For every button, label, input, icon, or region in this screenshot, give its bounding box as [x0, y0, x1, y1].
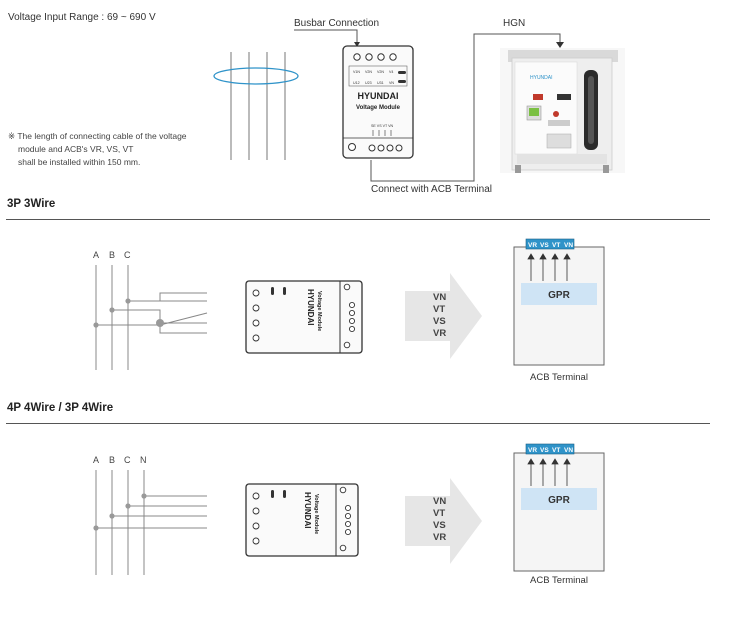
section-title-4p4w: 4P 4Wire / 3P 4Wire	[7, 402, 114, 414]
signal-label: VN	[433, 496, 446, 507]
terminal-tag: VT	[552, 242, 560, 249]
wiring-4p4w: A B C N HYUNDAI Voltage Module V	[93, 443, 605, 586]
hgn-arrowhead	[556, 42, 564, 48]
section-divider-3p3w	[6, 219, 710, 220]
acb-terminal-box	[513, 452, 605, 572]
phase-label: A	[93, 250, 99, 260]
busbar-wiring-diagram: V1N V2N V2N V4 U12 U23 U31 VN HYUNDAI Vo…	[213, 29, 625, 182]
module-brand: HYUNDAI	[303, 492, 312, 528]
gpr-block	[521, 488, 597, 510]
phase-label: N	[140, 455, 147, 465]
terminal-tag: VR	[528, 447, 537, 454]
signal-label: VS	[433, 316, 446, 327]
acb-connection-line	[370, 33, 561, 182]
phase-label: C	[124, 455, 131, 465]
svg-text:SE VS VT VN: SE VS VT VN	[371, 124, 394, 128]
note-line-1: ※ The length of connecting cable of the …	[8, 131, 187, 141]
wiring-3p3w: A B C HYUNDAI Voltage Module VN	[93, 238, 605, 383]
terminal-tag: VR	[528, 242, 537, 249]
note-line-3: shall be installed within 150 mm.	[18, 157, 141, 167]
acb-breaker-image: HYUNDAI	[500, 48, 625, 173]
acb-terminal-label: ACB Terminal	[530, 575, 588, 586]
note-line-2: module and ACB's VR, VS, VT	[18, 144, 134, 154]
busbar-arrowhead	[354, 42, 360, 47]
phase-label: B	[109, 250, 115, 260]
svg-text:U12: U12	[353, 81, 360, 85]
phase-label: C	[124, 250, 131, 260]
module-name: Voltage Module	[316, 291, 322, 331]
terminal-tags: VR VS VT VN	[525, 238, 575, 250]
busbar-connection-label: Busbar Connection	[294, 18, 380, 29]
signal-label: VS	[433, 520, 446, 531]
svg-text:V2N: V2N	[377, 70, 384, 74]
module-brand: HYUNDAI	[357, 91, 398, 101]
phase-label: B	[109, 455, 115, 465]
acb-connect-label: Connect with ACB Terminal	[371, 184, 492, 195]
busbar-connection-line	[294, 29, 358, 46]
signal-arrows-up	[527, 253, 571, 281]
current-sensor-ring	[213, 67, 299, 85]
svg-text:V2N: V2N	[365, 70, 372, 74]
signal-arrow	[405, 273, 482, 359]
section-title-3p3w: 3P 3Wire	[7, 198, 56, 210]
svg-text:VN: VN	[389, 81, 394, 85]
terminal-tag: VT	[552, 447, 560, 454]
junction-dots	[93, 493, 147, 531]
svg-text:V1N: V1N	[353, 70, 360, 74]
module-name: Voltage Module	[313, 494, 319, 534]
acb-terminal-label: ACB Terminal	[530, 372, 588, 383]
phase-label: A	[93, 455, 99, 465]
acb-terminal-box	[513, 246, 605, 366]
signal-arrows-up	[527, 458, 571, 486]
terminal-tag: VS	[540, 242, 549, 249]
signal-label: VR	[433, 532, 446, 543]
module-name: Voltage Module	[356, 105, 401, 111]
note-symbol: ※	[8, 131, 16, 141]
gpr-label: GPR	[548, 495, 570, 506]
signal-label: VT	[433, 304, 445, 315]
voltage-module-top: V1N V2N V2N V4 U12 U23 U31 VN HYUNDAI Vo…	[342, 45, 414, 159]
acb-brand-mark: HYUNDAI	[530, 75, 553, 81]
terminal-tag: VN	[564, 447, 573, 454]
hgn-label: HGN	[503, 18, 526, 29]
svg-text:U23: U23	[365, 81, 372, 85]
module-brand: HYUNDAI	[306, 289, 315, 325]
installation-note: ※ The length of connecting cable of the …	[8, 130, 187, 169]
section-divider-4p4w	[6, 423, 710, 424]
terminal-tags: VR VS VT VN	[525, 443, 575, 455]
svg-text:U31: U31	[377, 81, 384, 85]
voltage-module-4p4w: HYUNDAI Voltage Module	[245, 483, 359, 557]
phase-wires	[95, 470, 207, 575]
phase-wires	[95, 265, 208, 370]
junction-dots	[93, 298, 164, 328]
signal-arrow	[405, 478, 482, 564]
signal-label: VN	[433, 292, 446, 303]
terminal-tag: VN	[564, 242, 573, 249]
terminal-tag: VS	[540, 447, 549, 454]
gpr-label: GPR	[548, 290, 570, 301]
signal-label: VR	[433, 328, 446, 339]
voltage-module-3p3w: HYUNDAI Voltage Module	[245, 280, 363, 354]
voltage-range-label: Voltage Input Range : 69 ~ 690 V	[8, 12, 156, 23]
signal-label: VT	[433, 508, 445, 519]
gpr-block	[521, 283, 597, 305]
svg-text:V4: V4	[389, 70, 393, 74]
